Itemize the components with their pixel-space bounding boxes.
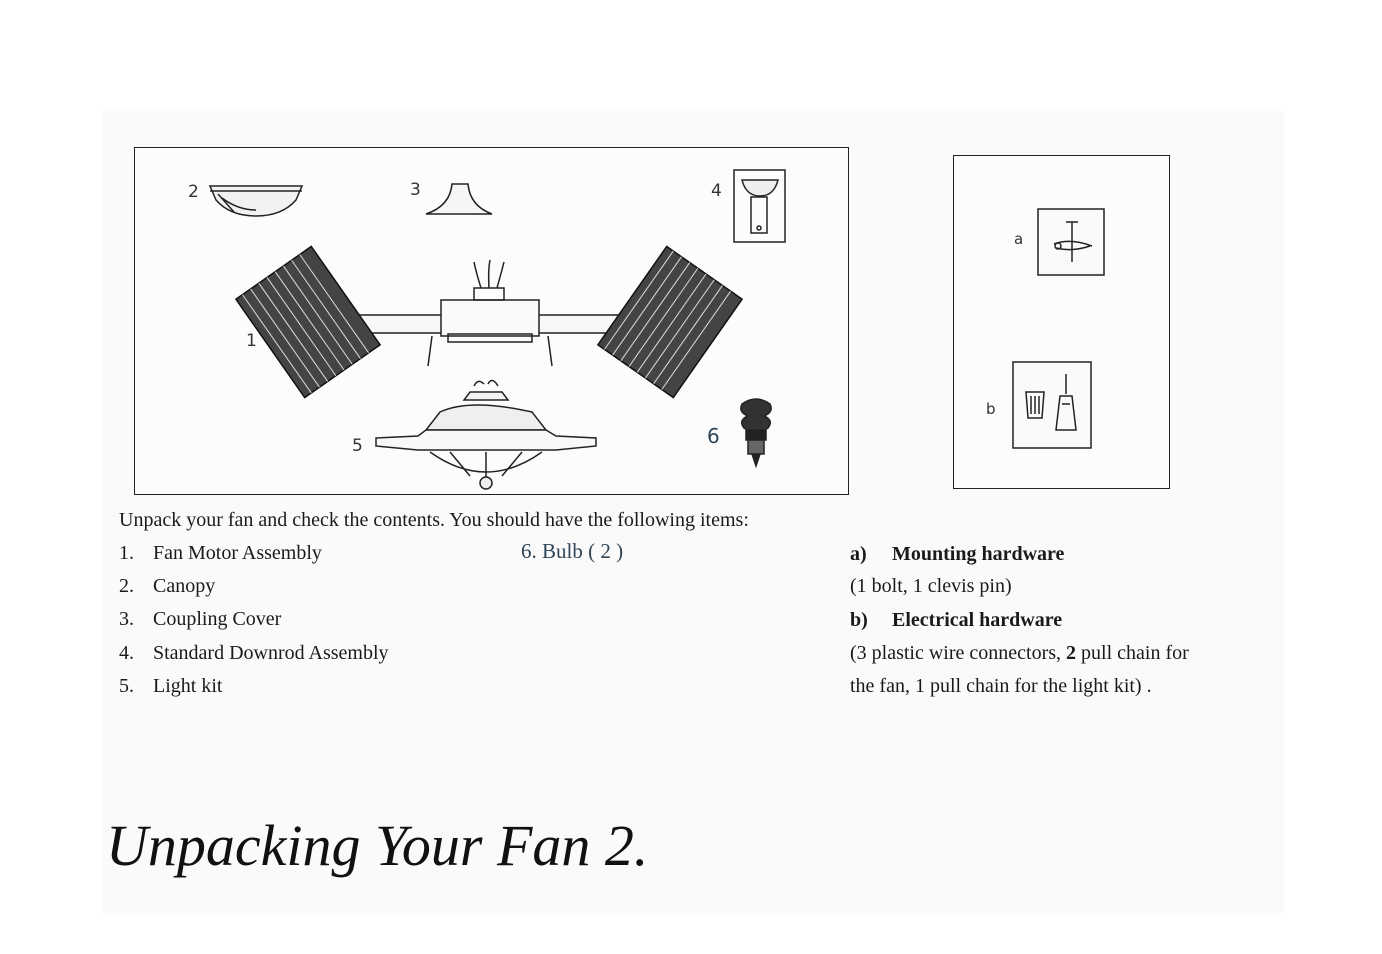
electrical-hardware-drawing: [1012, 361, 1092, 449]
list-item: 1.Fan Motor Assembly: [119, 542, 322, 564]
label-downrod-number: 4: [711, 181, 722, 201]
mounting-hardware-drawing: [1037, 208, 1105, 276]
label-hardware-b: b: [986, 400, 996, 418]
list-item: 2.Canopy: [119, 575, 216, 597]
label-coupling-cover-number: 3: [410, 180, 421, 200]
label-bulb-number: 6: [707, 424, 720, 448]
label-fan-motor-number: 1: [246, 331, 257, 351]
mounting-hardware-description: (1 bolt, 1 clevis pin): [850, 575, 1012, 597]
bulb-drawing: [740, 398, 772, 469]
canopy-drawing: [208, 185, 304, 217]
electrical-hardware-description-line2: the fan, 1 pull chain for the light kit)…: [850, 675, 1152, 697]
mounting-hardware-heading: a)Mounting hardware: [850, 543, 1065, 565]
label-light-kit-number: 5: [352, 436, 363, 456]
coupling-cover-drawing: [425, 183, 493, 215]
label-hardware-a: a: [1014, 230, 1024, 248]
list-item: 3.Coupling Cover: [119, 608, 282, 630]
light-kit-drawing: [375, 379, 597, 490]
electrical-hardware-description-line1: (3 plastic wire connectors, 2 pull chain…: [850, 642, 1189, 664]
intro-text: Unpack your fan and check the contents. …: [119, 509, 749, 531]
fan-motor-drawing: [234, 245, 744, 399]
downrod-drawing: [733, 169, 786, 243]
bulb-item: 6. Bulb ( 2 ): [521, 539, 624, 563]
list-item: 4.Standard Downrod Assembly: [119, 642, 389, 664]
label-canopy-number: 2: [188, 182, 199, 202]
page-title: Unpacking Your Fan 2.: [106, 813, 649, 878]
list-item: 5.Light kit: [119, 675, 223, 697]
electrical-hardware-heading: b)Electrical hardware: [850, 609, 1063, 631]
